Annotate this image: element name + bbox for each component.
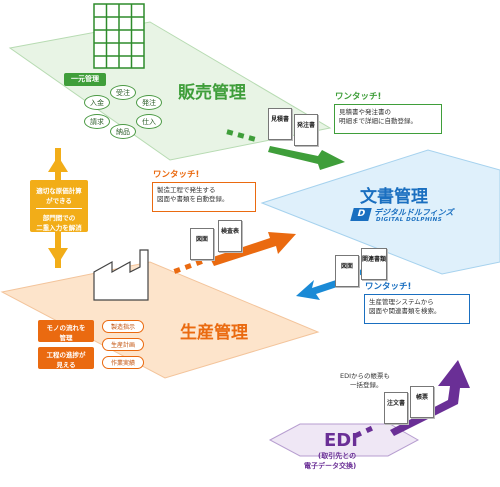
bubble-purchase-order: 発注 — [136, 95, 162, 110]
production-callout-line2: 図面や書類を自動登録。 — [157, 195, 229, 203]
pill-work-results: 作業実績 — [102, 356, 144, 369]
prod-arrow-stripes — [173, 259, 203, 274]
middle-line1: 適切な原価計算 — [36, 187, 82, 195]
building-icon — [93, 3, 145, 69]
pill-production-plan: 生産計画 — [102, 338, 144, 351]
digital-dolphins-logo: D デジタルドルフィンズ DIGITAL DOLPHINS — [350, 206, 462, 226]
middle-benefits-box: 適切な原価計算 ができる 部門間での 二重入力を解消 — [30, 180, 88, 232]
edi-note-line2: 一括登録。 — [350, 381, 383, 389]
sales-arrow-stripes — [226, 129, 256, 142]
sales-callout-line1: 見積書や発注書の — [339, 108, 391, 116]
sales-callout-heading: ワンタッチ! — [335, 92, 382, 102]
progress-line1: 工程の進捗が — [46, 351, 86, 359]
docs-to-prod-arrow — [296, 280, 340, 300]
edi-form-doc: 帳票 — [410, 386, 434, 418]
progress-visible-box: 工程の進捗が 見える — [38, 347, 94, 369]
factory-icon — [93, 249, 149, 301]
logo-text-en: DIGITAL DOLPHINS — [376, 217, 443, 223]
documents-callout-line2: 図面や関連書類を検索。 — [369, 307, 441, 315]
production-callout-line1: 製造工程で発生する — [157, 186, 216, 194]
logo-mark-icon: D — [350, 208, 372, 221]
middle-bracket — [48, 148, 68, 268]
logo-text-jp: デジタルドルフィンズ — [374, 208, 454, 217]
drawing-doc: 図面 — [190, 228, 214, 260]
estimate-doc: 見積書 — [268, 108, 292, 140]
sales-callout-line2: 明細まで詳細に自動登録。 — [339, 117, 417, 125]
progress-line2: 見える — [56, 361, 76, 369]
bubble-purchasing: 仕入 — [136, 114, 162, 129]
production-callout: ワンタッチ! 製造工程で発生する 図面や書類を自動登録。 — [152, 171, 256, 212]
edi-up-arrow — [390, 360, 470, 436]
documents-callout-heading: ワンタッチ! — [365, 282, 412, 292]
bubble-order-received: 受注 — [110, 85, 136, 100]
flow-line1: モノの流れを — [46, 324, 86, 332]
purchase-order-doc: 発注書 — [294, 114, 318, 146]
production-callout-heading: ワンタッチ! — [153, 170, 200, 180]
middle-line3: 部門間での — [42, 214, 76, 222]
edi-plane — [268, 423, 420, 457]
flow-management-box: モノの流れを 管理 — [38, 320, 94, 342]
sales-callout: ワンタッチ! 見積書や発注書の 明細まで詳細に自動登録。 — [334, 93, 442, 134]
edi-order-doc: 注文書 — [384, 392, 408, 424]
bubble-delivery: 納品 — [110, 124, 136, 139]
edi-arrow-stripes — [354, 425, 373, 438]
middle-line2: ができる — [46, 197, 72, 205]
flow-line2: 管理 — [59, 334, 73, 342]
unified-management-tag: 一元管理 — [64, 73, 106, 86]
bubble-billing: 請求 — [84, 114, 110, 129]
production-title: 生産管理 — [180, 323, 248, 343]
pill-manufacturing-instruction: 製造指示 — [102, 320, 144, 333]
documents-plane — [260, 149, 500, 275]
sales-to-docs-arrow — [268, 146, 345, 170]
inspection-sheet-doc: 検査表 — [218, 220, 242, 252]
sales-title: 販売管理 — [178, 83, 246, 103]
related-docs-doc: 関連書類 — [361, 248, 387, 280]
prod-to-docs-arrow — [210, 232, 296, 266]
edi-subtitle-line2: 電子データ交換) — [304, 462, 357, 470]
documents-callout-line1: 生産管理システムから — [369, 298, 434, 306]
bubble-payment-received: 入金 — [84, 95, 110, 110]
middle-line4: 二重入力を解消 — [36, 224, 82, 232]
edi-subtitle-line1: (取引先との — [318, 452, 357, 460]
documents-callout: ワンタッチ! 生産管理システムから 図面や関連書類を検索。 — [364, 283, 470, 324]
edi-note-line1: EDIからの帳票も — [340, 372, 391, 380]
middle-divider — [36, 208, 82, 209]
documents-title: 文書管理 — [360, 187, 428, 207]
drawing-search-doc: 図面 — [335, 255, 359, 287]
edi-title: EDI — [324, 430, 358, 451]
